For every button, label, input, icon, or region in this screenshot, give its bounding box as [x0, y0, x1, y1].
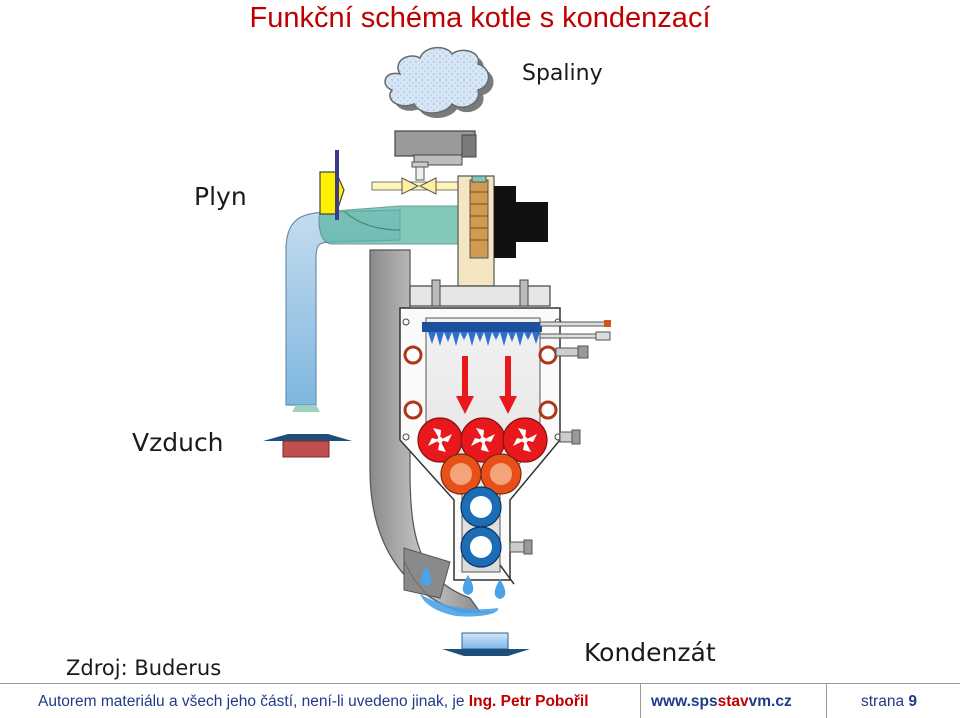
warm-tubes [440, 453, 522, 495]
air-label: Vzduch [132, 428, 224, 457]
side-connectors [403, 345, 558, 420]
flue-gas-label: Spaliny [522, 61, 603, 86]
flue-outlet [394, 130, 477, 166]
flue-flow-arrows [456, 356, 517, 414]
hot-tubes [417, 417, 548, 463]
page-label: strana [861, 693, 905, 710]
flue-gas-cloud [384, 46, 494, 119]
condensate-arrow [442, 632, 530, 656]
authorship-prefix: Autorem materiálu a všech jeho částí, ne… [38, 693, 465, 710]
source-label: Zdroj: Buderus [66, 656, 222, 680]
return-tubes [460, 486, 502, 568]
air-arrow [263, 434, 352, 458]
authorship-note: Autorem materiálu a všech jeho částí, ne… [38, 693, 589, 711]
boiler-diagram [263, 46, 611, 656]
condensate-drops [420, 566, 506, 617]
website-prefix: www.sps [651, 693, 718, 710]
page-indicator: strana 9 [861, 693, 917, 711]
gas-label: Plyn [194, 182, 247, 211]
website-suffix: vm.cz [748, 693, 792, 710]
website[interactable]: www.spsstavvm.cz [651, 693, 792, 711]
page-title: Funkční schéma kotle s kondenzací [249, 2, 711, 34]
gas-valve [319, 150, 345, 220]
page-number: 9 [908, 693, 918, 710]
condensate-label: Kondenzát [584, 638, 716, 667]
author-name: Ing. Petr Pobořil [468, 693, 589, 710]
gas-pipe [371, 161, 463, 195]
website-mid: stav [717, 693, 749, 710]
footer: Autorem materiálu a všech jeho částí, ne… [0, 683, 960, 718]
boiler-top-plate [409, 285, 551, 307]
burner-flames [422, 322, 542, 346]
fan-assembly [457, 175, 548, 287]
ignition-electrodes [509, 320, 611, 555]
